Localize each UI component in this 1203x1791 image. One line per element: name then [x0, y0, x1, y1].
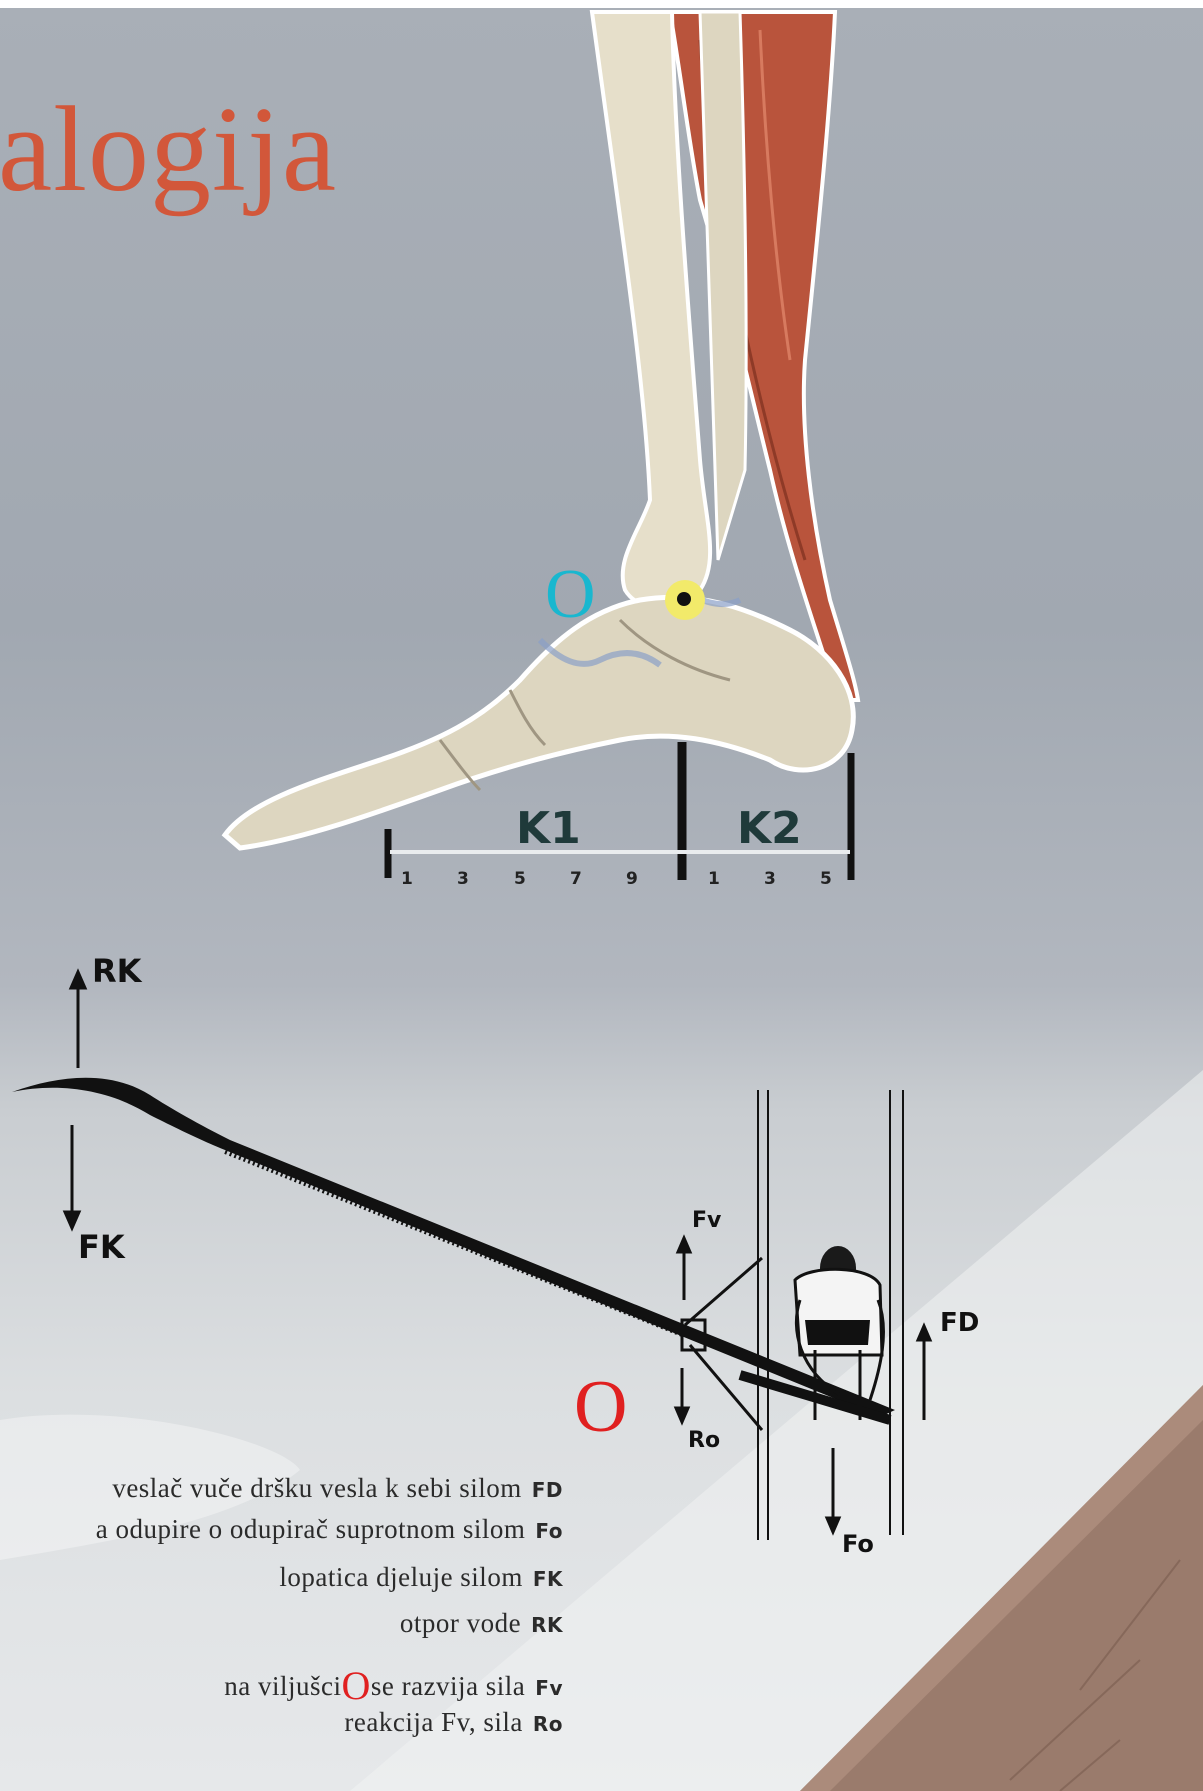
caption-line: veslač vuče dršku vesla k sebi silom FD: [112, 1473, 563, 1504]
caption-symbol: Fo: [535, 1519, 563, 1543]
force-label-fk: FK: [78, 1228, 125, 1266]
caption-line: na viljušciOse razvija sila Fv: [224, 1662, 563, 1709]
caption-text: veslač vuče dršku vesla k sebi silom: [112, 1473, 521, 1503]
caption-line: reakcija Fv, sila Ro: [344, 1707, 563, 1738]
rowing-pivot-label: O: [574, 1365, 627, 1450]
caption-symbol: FD: [532, 1478, 563, 1502]
caption-text: na viljušci: [224, 1671, 341, 1701]
caption-symbol: Fv: [535, 1676, 563, 1700]
caption-symbol: RK: [531, 1613, 563, 1637]
caption-line: otpor vode RK: [400, 1608, 563, 1639]
caption-symbol: Ro: [533, 1712, 563, 1736]
caption-text: reakcija Fv, sila: [344, 1707, 522, 1737]
caption-text: lopatica djeluje silom: [279, 1562, 522, 1592]
caption-pivot-label: O: [341, 1663, 370, 1708]
caption-line: lopatica djeluje silom FK: [279, 1562, 563, 1593]
oar: [12, 1078, 895, 1417]
force-label-fo: Fo: [842, 1530, 874, 1558]
force-label-fd: FD: [940, 1308, 979, 1338]
force-label-rk: RK: [92, 952, 141, 990]
caption-text: otpor vode: [400, 1608, 521, 1638]
force-label-fv: Fv: [692, 1208, 721, 1233]
caption-text: a odupire o odupirač suprotnom silom: [96, 1514, 526, 1544]
caption-symbol: FK: [533, 1567, 563, 1591]
force-label-ro: Ro: [688, 1428, 720, 1453]
caption-text: se razvija sila: [371, 1671, 525, 1701]
caption-line: a odupire o odupirač suprotnom silom Fo: [96, 1514, 563, 1545]
